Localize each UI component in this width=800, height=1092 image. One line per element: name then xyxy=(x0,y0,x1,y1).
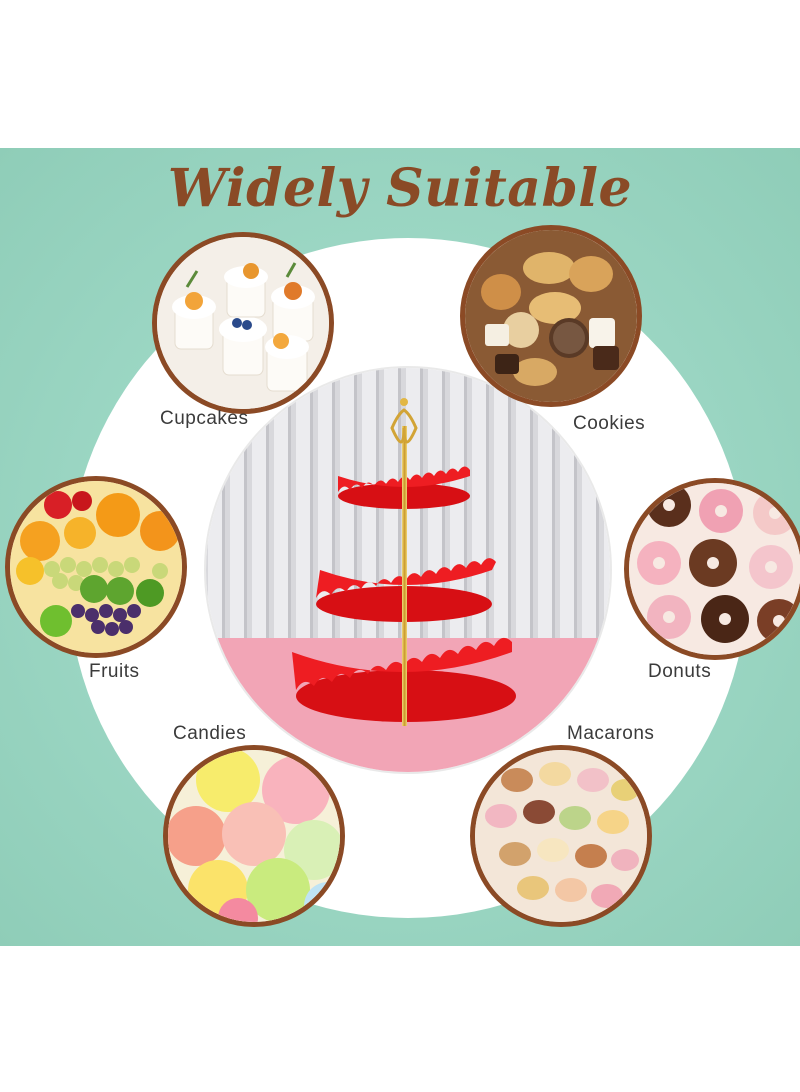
label-cookies: Cookies xyxy=(573,413,646,434)
stand-pole xyxy=(402,426,407,726)
label-candies: Candies xyxy=(173,723,247,744)
label-fruits: Fruits xyxy=(89,661,140,682)
label-donuts: Donuts xyxy=(648,661,712,682)
cake-stand-image xyxy=(204,366,612,774)
label-cupcakes: Cupcakes xyxy=(160,408,249,429)
macarons-image xyxy=(470,745,652,927)
crown-handle-icon xyxy=(390,408,418,444)
cookies-image xyxy=(460,225,642,407)
fruits-image xyxy=(5,476,187,658)
promo-panel: Widely Suitable xyxy=(0,148,800,946)
donuts-image xyxy=(624,478,800,660)
cupcakes-image xyxy=(152,232,334,414)
heading: Widely Suitable xyxy=(167,158,633,219)
label-macarons: Macarons xyxy=(567,723,655,744)
candies-image xyxy=(163,745,345,927)
